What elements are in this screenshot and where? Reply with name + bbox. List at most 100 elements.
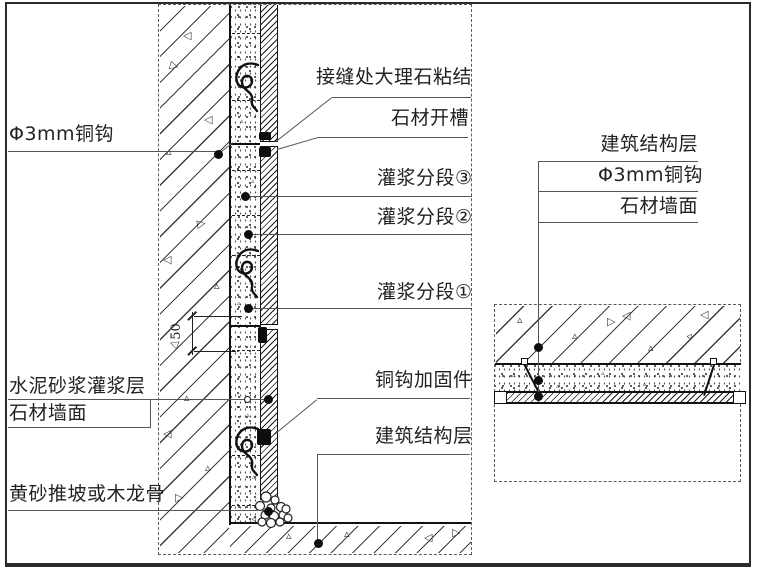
leader-dot [534, 391, 543, 401]
copper-hook-fitting [258, 327, 267, 343]
hook-anchor-square [710, 358, 717, 365]
leader-line [8, 427, 151, 429]
hatch-triangle-icon: ◁ [700, 308, 709, 321]
hatch-triangle-icon: ▵ [512, 371, 516, 379]
hatch-triangle-icon: ◁ [183, 29, 192, 42]
hatch-triangle-icon: ▷ [175, 491, 184, 504]
hatch-triangle-icon: ▷ [195, 216, 207, 231]
leader-dot [240, 192, 250, 201]
stone-band-end-cap [733, 390, 746, 404]
stone-joint-slot [259, 140, 278, 147]
label-grout-segment-1: 灌浆分段① [377, 281, 473, 303]
grout-segment-line [232, 255, 260, 256]
leader-line [332, 96, 471, 98]
leader-dot [313, 538, 323, 548]
stone-joint-slot [259, 323, 278, 330]
stone-panel-column [259, 5, 278, 500]
dimension-line [191, 312, 193, 355]
hatch-triangle-icon: ▷ [607, 315, 616, 328]
hatch-triangle-icon: ◁ [622, 309, 631, 322]
grout-segment-line [232, 350, 260, 351]
stone-band [507, 390, 734, 404]
leader-dot [534, 375, 543, 385]
hatch-triangle-icon: ▷ [452, 526, 461, 539]
label-structure-layer-left: 建筑结构层 [375, 425, 473, 447]
leader-line [245, 196, 472, 198]
label-cement-mortar-grout: 水泥砂浆灌浆层 [9, 375, 146, 397]
outer-border [5, 2, 751, 567]
hatch-triangle-icon: ▵ [251, 177, 255, 185]
leader-dot [243, 230, 253, 239]
hatch-triangle-icon: ▵ [344, 527, 350, 540]
leader-line [8, 510, 267, 512]
left-detail-boundary [158, 4, 472, 555]
grout-segment-line [232, 455, 260, 456]
structure-face-line [495, 362, 741, 365]
hatch-triangle-icon: ◁ [163, 427, 172, 440]
hatch-triangle-icon: ▵ [286, 529, 292, 542]
hatch-triangle-icon: ▵ [556, 382, 560, 390]
label-sand-slope-keel: 黄砂推坡或木龙骨 [9, 483, 166, 505]
copper-hook-curve [235, 248, 260, 299]
grout-segment-line [232, 33, 260, 34]
floor-slab-hatch [230, 526, 471, 553]
stone-band-end-cap [494, 390, 507, 404]
label-stone-wall-right: 石材墙面 [619, 195, 698, 217]
leader-line [538, 161, 698, 163]
leader-dot [243, 304, 253, 313]
leader-dot [534, 342, 543, 352]
grout-segment-line [232, 100, 260, 101]
hatch-triangle-icon: ▵ [572, 329, 578, 342]
label-stone-wall-left: 石材墙面 [9, 402, 88, 424]
leader-line [538, 191, 698, 193]
leader-dot [263, 395, 273, 404]
copper-hook-fitting [259, 147, 271, 157]
label-copper-hook-right: Φ3mm铜钩 [598, 164, 704, 186]
label-structure-layer-right: 建筑结构层 [600, 133, 698, 155]
hatch-triangle-icon: ▵ [205, 461, 211, 474]
copper-hook-fitting [259, 132, 271, 140]
hatch-triangle-icon: ◁ [163, 253, 172, 266]
label-grout-segment-2: 灌浆分段② [377, 206, 473, 228]
label-copper-hook-d3mm: Φ3mm铜钩 [9, 123, 115, 145]
grout-segment-line [232, 215, 260, 216]
leader-circle [243, 396, 251, 403]
hatch-triangle-icon: ▵ [517, 313, 523, 326]
copper-hook-fitting [257, 429, 271, 445]
dimension-ext-line [194, 350, 236, 352]
leader-line [538, 161, 540, 397]
structure-hatch-right [496, 306, 740, 363]
hook-anchor-square [521, 358, 528, 365]
sand-pebble-zone [254, 491, 293, 529]
leader-line [248, 234, 472, 236]
hook-anchor-line [231, 325, 261, 327]
hatch-triangle-icon: ▵ [246, 411, 250, 419]
leader-line [317, 454, 470, 456]
leader-dot [213, 149, 223, 159]
hatch-triangle-icon: ▵ [648, 341, 654, 354]
hatch-triangle-icon: ◁ [204, 113, 213, 126]
leader-line [248, 308, 472, 310]
leader-line [150, 399, 152, 428]
structure-wall-hatch [160, 6, 229, 553]
wall-face-line [229, 5, 231, 525]
leader-line [318, 136, 468, 138]
label-joint-marble-bond: 接缝处大理石粘结 [316, 66, 473, 88]
floor-top-line [229, 522, 471, 525]
grout-segment-line [232, 505, 260, 506]
hatch-triangle-icon: ▵ [214, 279, 220, 292]
leader-line [538, 222, 698, 224]
label-stone-slot: 石材开槽 [391, 107, 470, 129]
leader-line [8, 151, 218, 153]
leader-dot [263, 506, 273, 516]
hatch-triangle-icon: ▵ [166, 145, 172, 158]
label-hook-reinforcement: 铜钩加固件 [375, 369, 473, 391]
hatch-triangle-icon: ▵ [237, 299, 241, 307]
leader-line [8, 399, 268, 401]
hatch-triangle-icon: ▵ [643, 380, 647, 388]
copper-hook-curve [235, 62, 260, 113]
grout-segment-line [232, 170, 260, 171]
leader-line [317, 398, 470, 400]
hook-anchor-line [231, 143, 260, 145]
